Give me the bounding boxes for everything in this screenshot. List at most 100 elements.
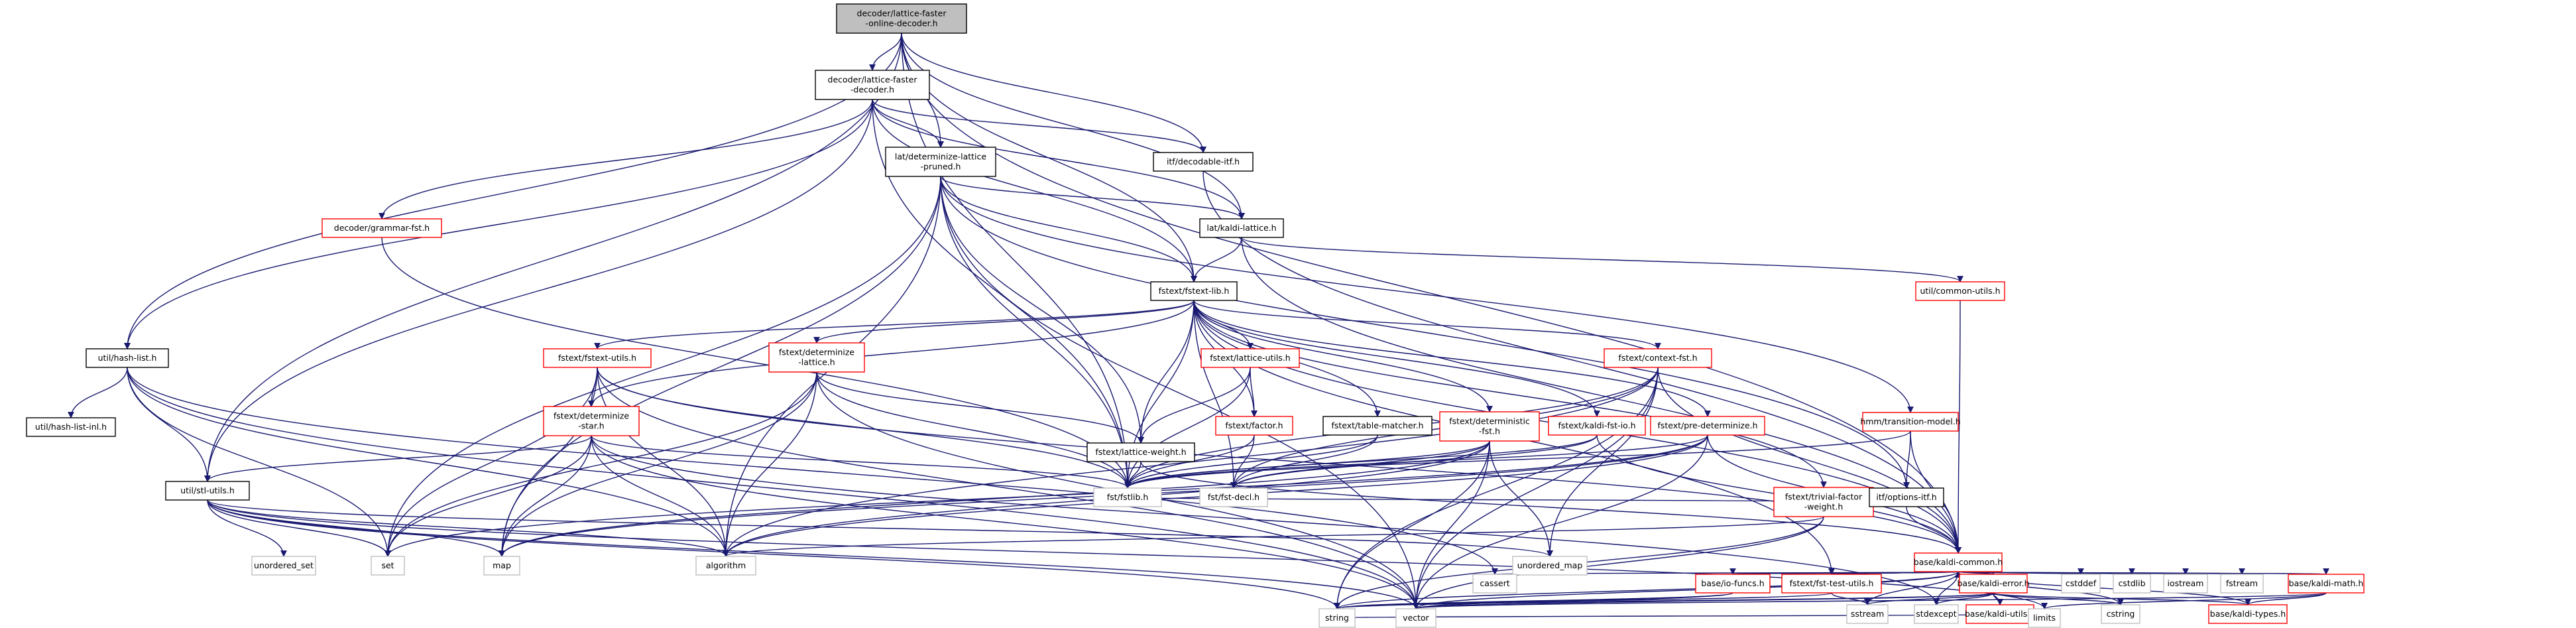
node-kcommon[interactable]: base/kaldi-common.h bbox=[1914, 552, 2003, 572]
edge-detstar-to-map bbox=[498, 435, 592, 557]
node-box bbox=[1199, 487, 1268, 507]
node-box bbox=[836, 3, 967, 34]
node-label: itf/options-itf.h bbox=[1876, 492, 1936, 502]
node-label: -fst.h bbox=[1479, 426, 1500, 436]
node-string: string bbox=[1318, 608, 1356, 628]
node-box bbox=[1395, 608, 1436, 628]
node-detstar[interactable]: fstext/determinize-star.h bbox=[543, 406, 640, 436]
node-cstring: cstring bbox=[2101, 604, 2140, 624]
node-label: util/hash-list-inl.h bbox=[35, 422, 107, 432]
node-fstutils[interactable]: fstext/fstext-utils.h bbox=[543, 348, 652, 368]
edge-detfst-to-umap bbox=[1489, 440, 1553, 557]
node-kfstio[interactable]: fstext/kaldi-fst-io.h bbox=[1548, 416, 1646, 436]
edge-detstar-to-set bbox=[384, 435, 592, 557]
node-box bbox=[2113, 574, 2151, 594]
node-box bbox=[26, 417, 116, 437]
edge-fextlib-to-detstar bbox=[588, 300, 1195, 407]
edge-stlutils-to-umap bbox=[207, 499, 1553, 557]
node-box bbox=[695, 556, 756, 576]
node-tmatch[interactable]: fstext/table-matcher.h bbox=[1322, 416, 1433, 436]
node-label: stdexcept bbox=[1916, 609, 1956, 619]
node-set: set bbox=[371, 556, 405, 576]
node-label: fstext/kaldi-fst-io.h bbox=[1558, 420, 1636, 430]
node-hlist[interactable]: util/hash-list.h bbox=[86, 348, 169, 368]
node-decitf[interactable]: itf/decodable-itf.h bbox=[1153, 152, 1254, 172]
node-box bbox=[1650, 416, 1765, 436]
edge-kcommon-to-vector bbox=[1413, 571, 1959, 609]
node-gfst[interactable]: decoder/grammar-fst.h bbox=[322, 218, 442, 238]
node-label: lat/determinize-lattice bbox=[895, 152, 986, 162]
node-latw[interactable]: fstext/lattice-weight.h bbox=[1086, 442, 1195, 462]
edge-lfd-to-katl bbox=[872, 99, 1245, 220]
node-fextlib[interactable]: fstext/fstext-lib.h bbox=[1150, 281, 1238, 301]
node-label: fst/fst-decl.h bbox=[1208, 492, 1259, 502]
node-kutils[interactable]: base/kaldi-utils.h bbox=[1965, 604, 2035, 624]
node-label: util/stl-utils.h bbox=[180, 485, 235, 495]
node-stdexcept: stdexcept bbox=[1914, 604, 1959, 624]
node-label: base/kaldi-common.h bbox=[1914, 557, 2003, 567]
edge-root-to-kcommon bbox=[901, 32, 1961, 554]
edge-fextlib-to-detlat bbox=[813, 300, 1195, 344]
edge-kmath-to-limits bbox=[2041, 592, 2327, 609]
node-ftest[interactable]: fstext/fst-test-utils.h bbox=[1781, 574, 1882, 594]
edge-dlp-to-vector bbox=[940, 176, 1419, 609]
node-limits: limits bbox=[2028, 608, 2061, 628]
node-label: cstring bbox=[2107, 609, 2135, 619]
edge-latutils-to-fstlib bbox=[1124, 367, 1251, 489]
node-box bbox=[1869, 487, 1944, 507]
edge-decitf-to-kcommon bbox=[1202, 170, 1961, 554]
node-lfd[interactable]: decoder/lattice-faster-decoder.h bbox=[815, 70, 930, 100]
node-dlp[interactable]: lat/determinize-lattice-pruned.h bbox=[885, 147, 996, 177]
node-tmodel[interactable]: hmm/transition-model.h bbox=[1860, 412, 1961, 432]
node-label: fstext/fstext-lib.h bbox=[1159, 286, 1230, 296]
node-box bbox=[1915, 281, 2005, 301]
node-label: fstext/context-fst.h bbox=[1618, 353, 1697, 363]
node-detfst[interactable]: fstext/deterministic-fst.h bbox=[1439, 411, 1540, 442]
edge-hlist-to-algorithm bbox=[127, 367, 729, 557]
node-kmath[interactable]: base/kaldi-math.h bbox=[2288, 574, 2365, 594]
node-kerror[interactable]: base/kaldi-error.h bbox=[1957, 574, 2030, 594]
node-label: -weight.h bbox=[1804, 502, 1844, 512]
node-optitf[interactable]: itf/options-itf.h bbox=[1869, 487, 1944, 507]
node-hlistinl[interactable]: util/hash-list-inl.h bbox=[26, 417, 116, 437]
edge-root-to-decitf bbox=[901, 32, 1206, 153]
edge-latw-to-kcommon bbox=[1140, 461, 1961, 554]
node-root[interactable]: decoder/lattice-faster-online-decoder.h bbox=[836, 3, 967, 34]
node-predet[interactable]: fstext/pre-determinize.h bbox=[1650, 416, 1765, 436]
edge-root-to-stlutils bbox=[204, 32, 902, 482]
node-cutils[interactable]: util/common-utils.h bbox=[1915, 281, 2005, 301]
node-box bbox=[1773, 487, 1874, 517]
node-label: lat/kaldi-lattice.h bbox=[1206, 223, 1276, 233]
node-label: base/kaldi-utils.h bbox=[1965, 609, 2035, 619]
node-label: iostream bbox=[2168, 578, 2204, 588]
node-label: base/io-funcs.h bbox=[1701, 578, 1764, 588]
node-ctxfst[interactable]: fstext/context-fst.h bbox=[1604, 348, 1712, 368]
edge-hlist-to-hlistinl bbox=[68, 367, 128, 418]
edge-fextlib-to-latw bbox=[1138, 300, 1195, 444]
node-stlutils[interactable]: util/stl-utils.h bbox=[165, 481, 250, 501]
node-box bbox=[1086, 442, 1195, 462]
node-iofuncs[interactable]: base/io-funcs.h bbox=[1695, 574, 1771, 594]
edge-latutils-to-factor bbox=[1250, 367, 1258, 417]
edge-factor-to-fstdecl bbox=[1230, 434, 1255, 489]
node-katl[interactable]: lat/kaldi-lattice.h bbox=[1199, 218, 1284, 238]
node-detlat[interactable]: fstext/determinize-lattice.h bbox=[768, 342, 865, 373]
edge-kutils-to-string bbox=[1336, 611, 2001, 619]
edge-fextlib-to-fstdecl bbox=[1193, 300, 1237, 489]
edge-dlp-to-katl bbox=[940, 176, 1245, 220]
edge-hlist-to-stlutils bbox=[127, 367, 211, 482]
edge-stlutils-to-vector bbox=[207, 499, 1419, 609]
node-box bbox=[1548, 416, 1646, 436]
node-label: map bbox=[493, 560, 511, 570]
node-box bbox=[251, 556, 316, 576]
node-label: fstext/pre-determinize.h bbox=[1657, 420, 1757, 430]
node-factor[interactable]: fstext/factor.h bbox=[1215, 416, 1293, 436]
node-ktypes[interactable]: base/kaldi-types.h bbox=[2208, 604, 2288, 624]
edge-kcommon-to-string bbox=[1334, 571, 1959, 609]
node-trivf[interactable]: fstext/trivial-factor-weight.h bbox=[1773, 487, 1874, 517]
edge-fextlib-to-fstutils bbox=[594, 300, 1195, 349]
node-box bbox=[2208, 604, 2288, 624]
node-latutils[interactable]: fstext/lattice-utils.h bbox=[1200, 348, 1300, 368]
edge-detstar-to-algorithm bbox=[591, 435, 729, 557]
node-box bbox=[1862, 412, 1959, 432]
